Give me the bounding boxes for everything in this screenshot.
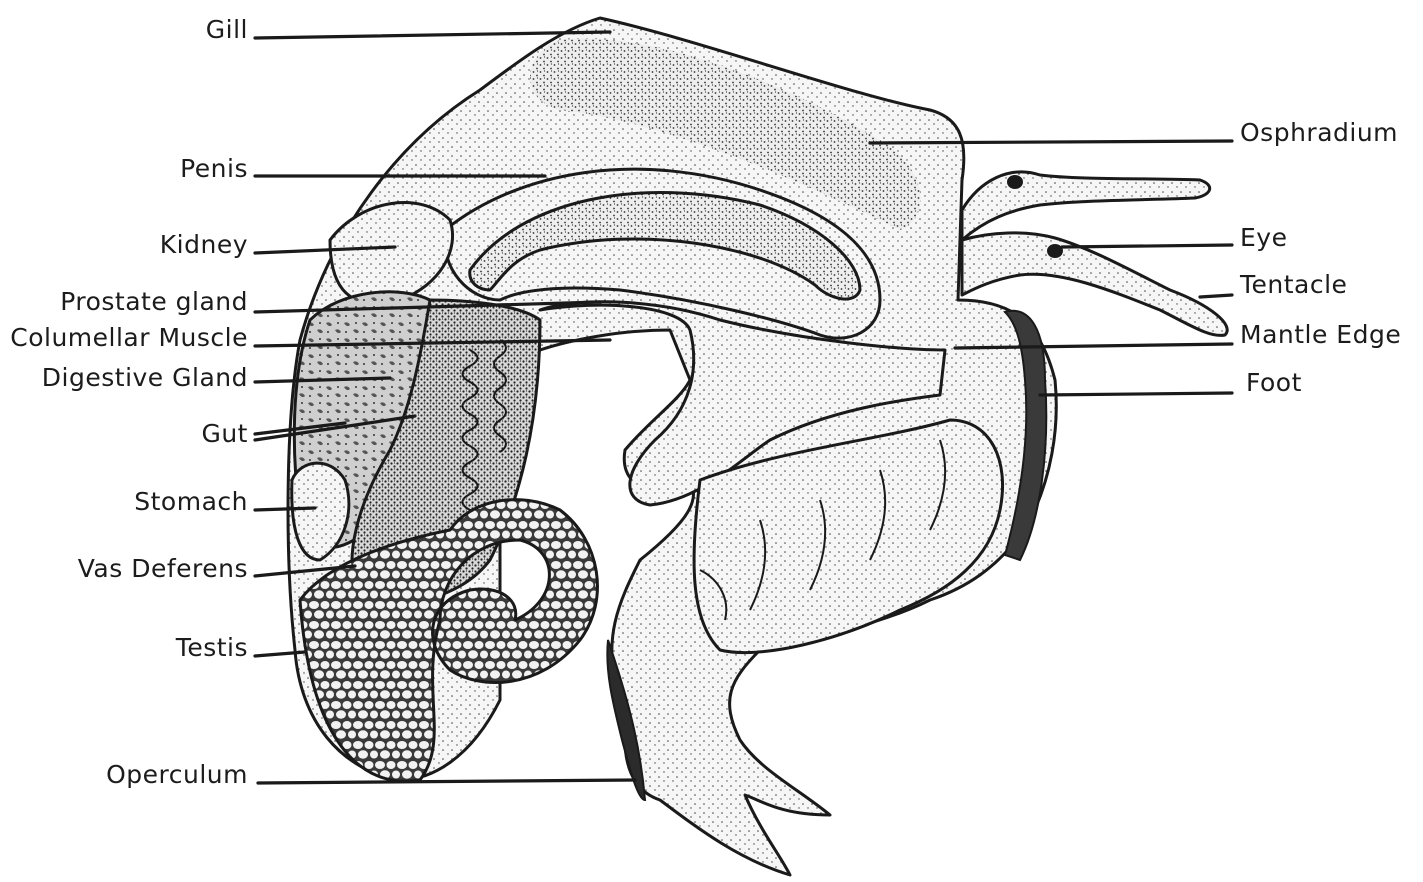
snail-body: [288, 18, 1227, 875]
leader-operculum: [258, 780, 635, 783]
leader-eye: [1062, 245, 1232, 247]
label-prostate-gland: Prostate gland: [60, 287, 248, 316]
label-columellar-muscle: Columellar Muscle: [10, 323, 248, 352]
label-penis: Penis: [180, 154, 248, 183]
label-mantle-edge: Mantle Edge: [1240, 320, 1401, 349]
label-digestive-gland: Digestive Gland: [42, 363, 248, 392]
label-tentacle: Tentacle: [1239, 270, 1347, 299]
label-stomach: Stomach: [134, 487, 248, 516]
eye-dot-lower: [1047, 244, 1063, 258]
label-gill: Gill: [206, 15, 248, 44]
label-eye: Eye: [1240, 223, 1287, 252]
label-vas-deferens: Vas Deferens: [78, 554, 248, 583]
right-labels: Osphradium Eye Tentacle Mantle Edge Foot: [1239, 118, 1401, 397]
left-labels: Gill Penis Kidney Prostate gland Columel…: [10, 15, 248, 789]
leader-osphradium: [870, 141, 1232, 143]
label-testis: Testis: [175, 633, 248, 662]
label-kidney: Kidney: [160, 230, 248, 259]
label-osphradium: Osphradium: [1240, 118, 1398, 147]
leader-foot: [1040, 393, 1232, 395]
tentacle-upper: [962, 172, 1210, 240]
leader-stomach: [255, 508, 315, 510]
leader-tentacle: [1200, 295, 1232, 297]
eye-dot-upper: [1007, 175, 1023, 189]
label-foot: Foot: [1246, 368, 1302, 397]
label-gut: Gut: [201, 419, 248, 448]
label-operculum: Operculum: [106, 760, 248, 789]
